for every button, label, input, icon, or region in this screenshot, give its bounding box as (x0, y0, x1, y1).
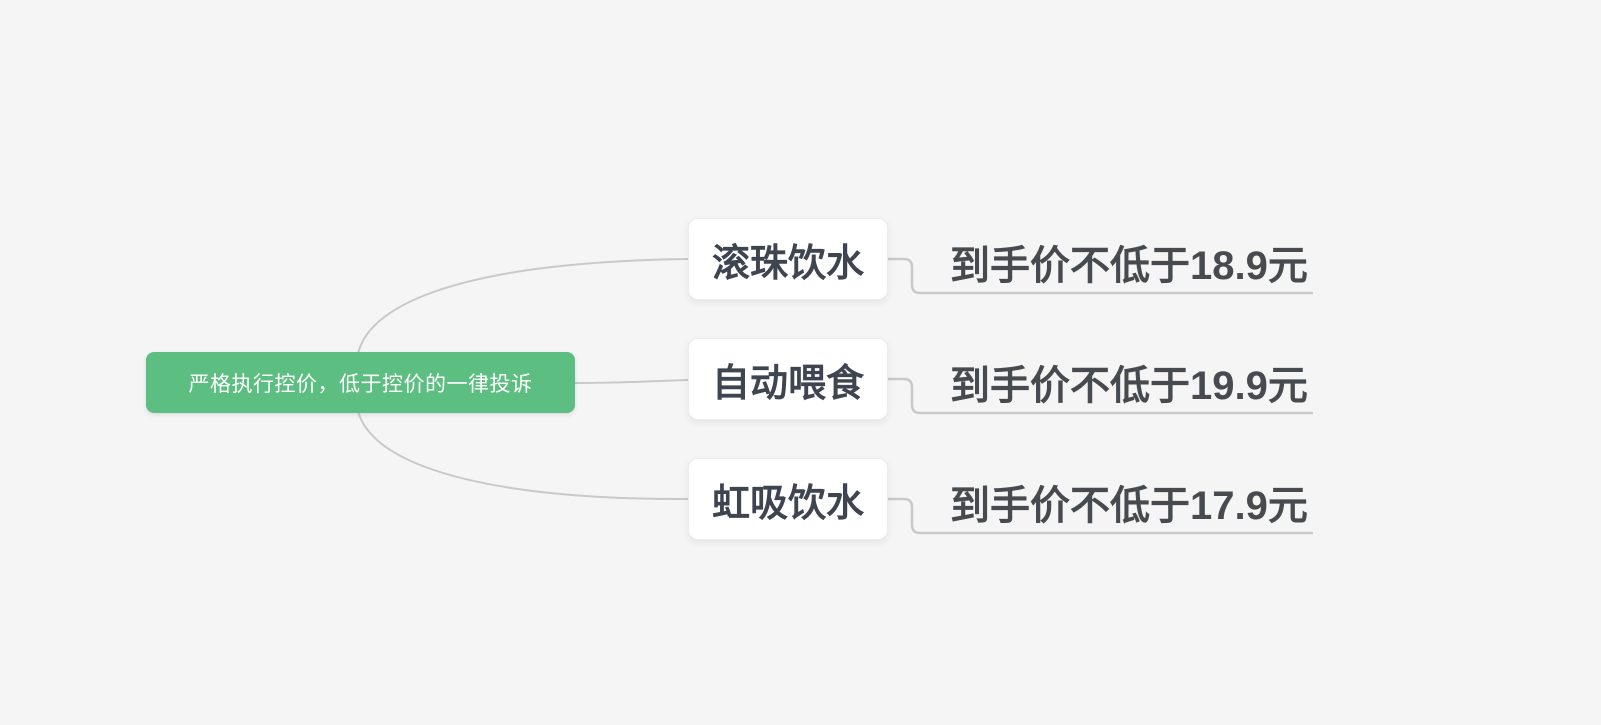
root-topic[interactable]: 严格执行控价，低于控价的一律投诉 (146, 352, 575, 413)
branch-topic[interactable]: 滚珠饮水 (688, 218, 888, 300)
connector-branch-1-to-note (886, 377, 1314, 415)
connector-branch-0-to-note (886, 257, 1314, 295)
connector-branch-2-to-note (886, 497, 1314, 535)
branch-topic[interactable]: 自动喂食 (688, 338, 888, 420)
price-note-topic[interactable]: 到手价不低于17.9元 (950, 484, 1308, 528)
price-note-topic[interactable]: 到手价不低于18.9元 (950, 244, 1308, 288)
branch-topic[interactable]: 虹吸饮水 (688, 458, 888, 540)
price-note-topic[interactable]: 到手价不低于19.9元 (950, 364, 1308, 408)
connector-root-to-branch-1 (574, 379, 689, 384)
